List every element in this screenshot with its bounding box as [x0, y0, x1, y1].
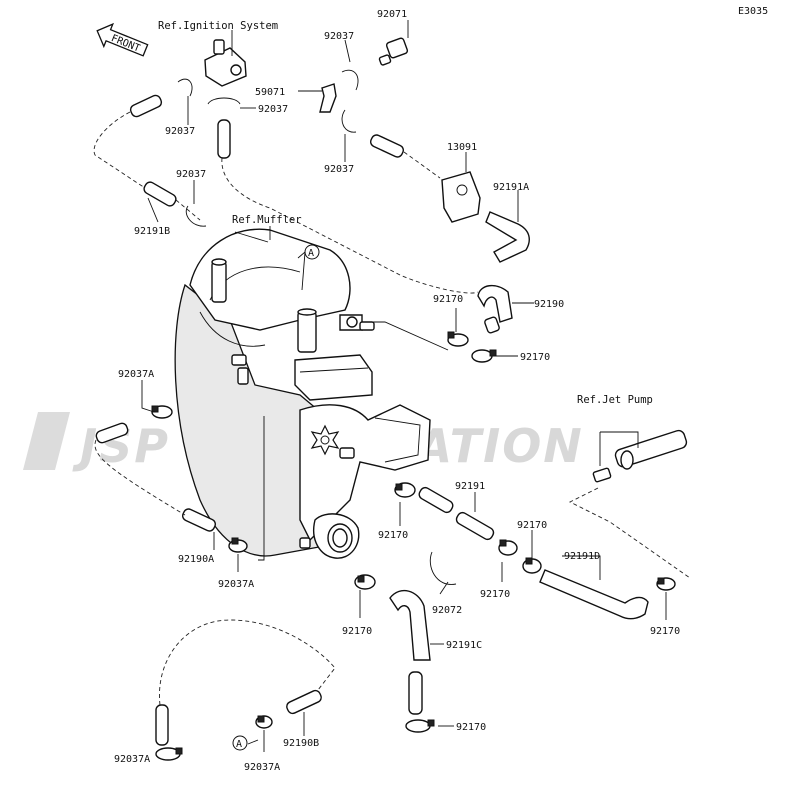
part-label-13091: 13091 [447, 142, 477, 153]
gear-icon [310, 424, 340, 456]
ignition-fitting [204, 39, 247, 87]
bracket-13091 [441, 171, 481, 223]
part-label-92072: 92072 [432, 605, 462, 616]
part-label-92037a: 92037A [114, 754, 150, 765]
part-label-92037a: 92037A [244, 762, 280, 773]
hose-92191d [539, 569, 649, 620]
ref-jet-pump: Ref.Jet Pump [577, 394, 653, 406]
hose-92191 [95, 94, 500, 746]
hose-92191a [485, 211, 530, 263]
ref-muffler: Ref.Muffler [232, 214, 302, 226]
part-label-92037: 92037 [176, 169, 206, 180]
diagram-code: E3035 [738, 6, 768, 17]
part-label-92170: 92170 [650, 626, 680, 637]
part-label-92190b: 92190B [283, 738, 319, 749]
fitting-92071 [378, 37, 409, 66]
hose-92190 [477, 285, 513, 323]
part-label-92170: 92170 [378, 530, 408, 541]
callout-a-top: A [304, 244, 320, 260]
engine-assembly [174, 228, 431, 559]
front-arrow-icon: FRONT [96, 22, 149, 57]
part-label-92190: 92190 [534, 299, 564, 310]
routing-lines [93, 111, 691, 706]
joint-59071 [319, 83, 337, 113]
part-label-59071: 59071 [255, 87, 285, 98]
part-label-92037: 92037 [324, 31, 354, 42]
part-label-92037: 92037 [258, 104, 288, 115]
part-label-92037a: 92037A [118, 369, 154, 380]
part-label-92190a: 92190A [178, 554, 214, 565]
ref-ignition-system: Ref.Ignition System [158, 20, 278, 32]
hose-92191c [389, 589, 431, 661]
part-label-92037: 92037 [324, 164, 354, 175]
part-label-92037: 92037 [165, 126, 195, 137]
part-label-92071: 92071 [377, 9, 407, 20]
callout-a-bottom: A [232, 735, 248, 751]
part-label-92170: 92170 [520, 352, 550, 363]
spring-clips [177, 69, 457, 585]
callout-a-label: A [236, 739, 242, 750]
part-label-92170: 92170 [342, 626, 372, 637]
part-label-92191a: 92191A [493, 182, 529, 193]
part-label-92191d: 92191D [564, 551, 600, 562]
part-label-92191b: 92191B [134, 226, 170, 237]
leader-lines [141, 20, 667, 752]
part-label-92037a: 92037A [218, 579, 254, 590]
part-label-92170: 92170 [456, 722, 486, 733]
callout-a-label: A [308, 248, 314, 259]
part-label-92170: 92170 [480, 589, 510, 600]
part-label-92191: 92191 [455, 481, 485, 492]
part-label-92170: 92170 [517, 520, 547, 531]
hose-clamps [151, 331, 676, 761]
jet-pump-fitting [592, 429, 688, 483]
part-label-92170: 92170 [433, 294, 463, 305]
part-label-92191c: 92191C [446, 640, 482, 651]
